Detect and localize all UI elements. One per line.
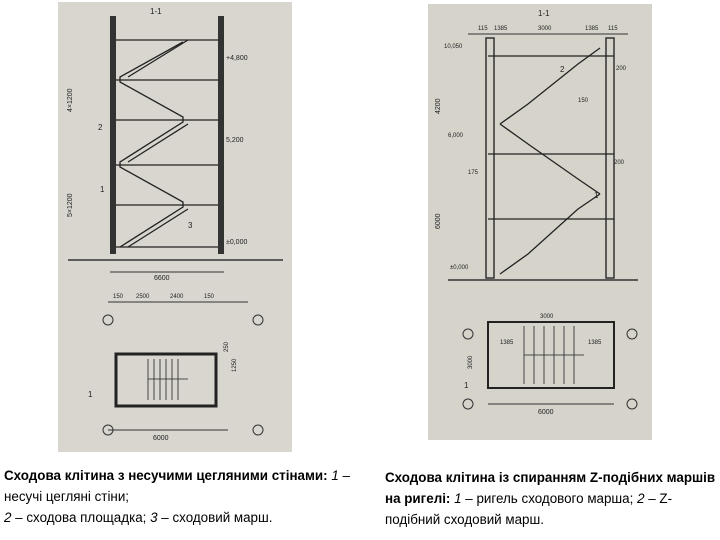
right-top-dim-1: 115	[478, 26, 488, 32]
left-stair-flights	[116, 39, 218, 248]
right-caption-item-2: – Z-подібний сходовий марш.	[385, 491, 673, 527]
left-wall-left	[110, 16, 116, 254]
left-elev-width: 6600	[154, 275, 170, 282]
left-caption-num-3: 3	[150, 510, 158, 525]
right-top-dim-5: 115	[608, 26, 618, 32]
left-plan-dim-1: 150	[113, 294, 124, 300]
left-callout-1: 1	[100, 185, 105, 194]
right-top-dim-3: 3000	[538, 26, 552, 32]
left-caption-item-1: – несучі цегляні стіни;	[4, 468, 350, 504]
right-caption-title: Сходова клітина із спиранням Z-подібних …	[385, 470, 716, 506]
left-vertical-lower: 5×1200	[67, 193, 74, 217]
right-dim-b: 200	[614, 160, 625, 166]
right-top-dim-2: 1385	[494, 26, 508, 32]
right-plan-cut: 1	[464, 381, 469, 390]
right-level-top: 10,050	[444, 44, 463, 50]
right-column-right	[605, 37, 615, 279]
right-dim-c: 150	[578, 98, 589, 104]
right-caption: Сходова клітина із спиранням Z-подібних …	[385, 467, 720, 530]
left-caption-item-2: – сходова площадка;	[11, 510, 151, 525]
left-caption: Сходова клітина з несучими цегляними сті…	[4, 465, 354, 528]
left-plan-dim-2: 2500	[136, 294, 150, 300]
left-caption-title: Сходова клітина з несучими цегляними сті…	[4, 468, 328, 483]
left-caption-num-2: 2	[4, 510, 12, 525]
right-plan-side: 3000	[468, 355, 474, 369]
right-vertical-upper: 4200	[435, 98, 442, 114]
left-level-top: +4,800	[226, 55, 248, 62]
right-plan-width: 6000	[538, 409, 554, 416]
left-caption-num-1: 1	[331, 468, 339, 483]
left-plan: 150 2500 2400 150 1250 250 6000 1	[88, 294, 264, 442]
right-level-mid: 6,000	[448, 133, 464, 139]
right-top-dim-4: 1385	[585, 26, 599, 32]
left-wall-right	[218, 16, 224, 254]
left-callout-3: 3	[188, 221, 193, 230]
right-section-label: 1-1	[538, 9, 550, 18]
left-plan-depth: 1250	[232, 358, 238, 372]
right-plan-dim-2: 3000	[540, 314, 554, 320]
right-callout-1: 1	[594, 191, 599, 200]
right-plan: 1385 3000 1385 3000 6000 1	[462, 314, 638, 416]
left-plan-cut: 1	[88, 390, 93, 399]
right-vertical-lower: 6000	[435, 213, 442, 229]
right-level-low: ±0,000	[450, 265, 469, 271]
right-side-dim: 175	[468, 170, 479, 176]
left-plan-dim-4: 150	[204, 294, 215, 300]
left-plan-side: 250	[224, 341, 230, 352]
left-level-mid: 5,200	[226, 137, 244, 144]
right-stair-drawing: 1-1 115 1385 3000 1385 115 10,050 6,000 …	[428, 4, 652, 440]
right-plan-dim-3: 1385	[588, 340, 602, 346]
left-caption-item-3: – сходовий марш.	[157, 510, 273, 525]
right-plan-dim-1: 1385	[500, 340, 514, 346]
right-z-flights	[488, 47, 614, 275]
right-caption-item-1: – ригель сходового марша;	[461, 491, 638, 506]
right-column-left	[485, 37, 495, 279]
right-stair-figure: 1-1 115 1385 3000 1385 115 10,050 6,000 …	[435, 9, 638, 416]
right-dim-a: 200	[616, 66, 627, 72]
left-level-base: ±0,000	[226, 239, 247, 246]
right-caption-num-2: 2	[637, 491, 645, 506]
left-section-label: 1-1	[150, 7, 162, 16]
right-callout-2: 2	[560, 65, 565, 74]
left-plan-dim-3: 2400	[170, 294, 184, 300]
left-plan-width: 6000	[153, 435, 169, 442]
left-vertical-upper: 4×1200	[67, 88, 74, 112]
left-stair-drawing: 1-1 +4,800 5,200 ±0,000 4×1200 5×1200 2 …	[58, 2, 292, 452]
left-callout-2: 2	[98, 123, 103, 132]
left-stair-figure: 1-1 +4,800 5,200 ±0,000 4×1200 5×1200 2 …	[67, 7, 283, 442]
right-caption-num-1: 1	[454, 491, 462, 506]
